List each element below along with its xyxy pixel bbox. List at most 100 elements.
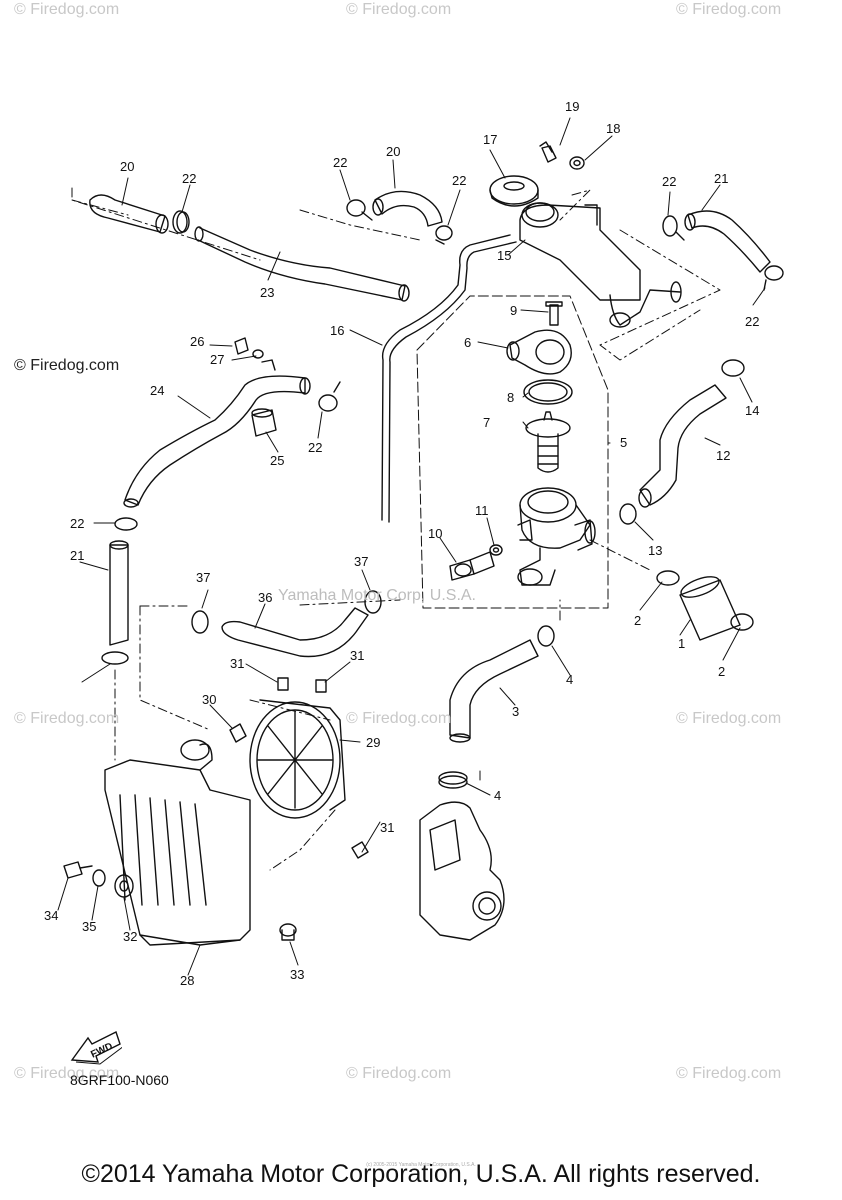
clamp-14 xyxy=(721,359,745,377)
callout-28: 28 xyxy=(180,973,194,988)
thermostat-7 xyxy=(525,411,571,473)
clamp-22c xyxy=(435,225,453,245)
bolt-34 xyxy=(63,861,93,879)
clamp-2b xyxy=(730,613,754,631)
clamp-22h xyxy=(101,651,129,665)
watermark-top-center: © Firedog.com xyxy=(346,1,452,18)
callout-32: 32 xyxy=(123,929,137,944)
hose-3 xyxy=(449,639,539,743)
watermark-top-left: © Firedog.com xyxy=(14,1,120,18)
clip-25 xyxy=(251,408,277,437)
bolt-33 xyxy=(279,923,297,941)
water-pump xyxy=(419,801,505,941)
callout-8: 8 xyxy=(507,390,514,405)
callout-26: 26 xyxy=(190,334,204,349)
callout-13: 13 xyxy=(648,543,662,558)
callout-35: 35 xyxy=(82,919,96,934)
overflow-hose-16 xyxy=(381,234,517,523)
watermark-left-mid: © Firedog.com xyxy=(14,357,120,374)
hose-21-right xyxy=(684,210,771,273)
clamp-4a xyxy=(537,625,555,647)
hose-12 xyxy=(638,384,727,508)
bolt-19 xyxy=(539,141,557,163)
callout-16: 16 xyxy=(330,323,344,338)
callout-31b: 31 xyxy=(350,648,364,663)
watermark-bottom-center: © Firedog.com xyxy=(346,1065,452,1082)
callout-36: 36 xyxy=(258,590,272,605)
callout-12: 12 xyxy=(716,448,730,463)
callout-22a: 22 xyxy=(182,171,196,186)
callout-34: 34 xyxy=(44,908,58,923)
callout-3: 3 xyxy=(512,704,519,719)
hose-23 xyxy=(194,226,410,302)
thermostat-assembly-box xyxy=(416,295,609,609)
hose-36 xyxy=(221,607,369,658)
clamp-37b xyxy=(364,590,382,614)
fwd-arrow-icon: FWD xyxy=(70,1030,125,1071)
copyright-footer: ©2014 Yamaha Motor Corporation, U.S.A. A… xyxy=(81,1160,761,1188)
callout-31c: 31 xyxy=(380,820,394,835)
watermark-mid-center: © Firedog.com xyxy=(346,710,452,727)
callout-20b: 20 xyxy=(386,144,400,159)
callout-21a: 21 xyxy=(714,171,728,186)
coolant-reservoir-15 xyxy=(519,202,682,328)
thermostat-housing xyxy=(517,487,596,586)
callouts: 1 2 2 3 4 4 5 6 7 8 9 10 11 12 13 14 15 … xyxy=(44,99,759,988)
callout-22b: 22 xyxy=(333,155,347,170)
callout-23: 23 xyxy=(260,285,274,300)
hose-24 xyxy=(123,375,311,508)
grommet-32 xyxy=(114,874,134,898)
bolt-31b xyxy=(315,679,327,693)
clamp-22a xyxy=(172,210,190,234)
callout-6: 6 xyxy=(464,335,471,350)
callout-5: 5 xyxy=(620,435,627,450)
fan-29 xyxy=(249,699,346,819)
small-print: (c) 2005-2015 Yamaha Motor Corporation, … xyxy=(366,1162,476,1168)
callout-22c: 22 xyxy=(452,173,466,188)
callout-25: 25 xyxy=(270,453,284,468)
callout-30: 30 xyxy=(202,692,216,707)
bolt-9 xyxy=(545,301,563,326)
callout-22d: 22 xyxy=(662,174,676,189)
clamp-13 xyxy=(619,503,637,525)
callout-11: 11 xyxy=(475,503,489,518)
washer-35 xyxy=(92,869,106,887)
callout-37a: 37 xyxy=(196,570,210,585)
hose-21-left xyxy=(109,540,129,646)
clamp-2a xyxy=(656,570,680,586)
callout-10: 10 xyxy=(428,526,442,541)
callout-22g: 22 xyxy=(70,516,84,531)
callout-7: 7 xyxy=(483,415,490,430)
thermostat-cover-6 xyxy=(506,329,572,375)
clamp-37a xyxy=(191,610,209,634)
callout-14: 14 xyxy=(745,403,759,418)
diagram-code: 8GRF100-N060 xyxy=(70,1072,169,1088)
clamp-22f xyxy=(318,381,341,412)
callout-33: 33 xyxy=(290,967,304,982)
callout-24: 24 xyxy=(150,383,164,398)
callout-20a: 20 xyxy=(120,159,134,174)
callout-4a: 4 xyxy=(566,672,573,687)
watermark-mid-left: © Firedog.com xyxy=(14,710,120,727)
clamp-22e xyxy=(763,265,784,291)
callout-21b: 21 xyxy=(70,548,84,563)
callout-18: 18 xyxy=(606,121,620,136)
callout-22e: 22 xyxy=(745,314,759,329)
callout-29: 29 xyxy=(366,735,380,750)
clamp-22d xyxy=(662,215,685,241)
callout-22f: 22 xyxy=(308,440,322,455)
company-watermark: Yamaha Motor Corp, U.S.A. xyxy=(278,587,476,604)
watermark-top-right: © Firedog.com xyxy=(676,1,782,18)
washer-18 xyxy=(569,156,585,170)
temp-sensor-10 xyxy=(449,551,495,581)
callout-15: 15 xyxy=(497,248,511,263)
callout-2b: 2 xyxy=(718,664,725,679)
watermark-bottom-right: © Firedog.com xyxy=(676,1065,782,1082)
washer-11 xyxy=(489,544,503,556)
fitting-26-27 xyxy=(234,337,276,371)
radiator-cap-17 xyxy=(489,175,539,207)
callout-27: 27 xyxy=(210,352,224,367)
clamp-22g xyxy=(114,517,138,531)
callout-2a: 2 xyxy=(634,613,641,628)
